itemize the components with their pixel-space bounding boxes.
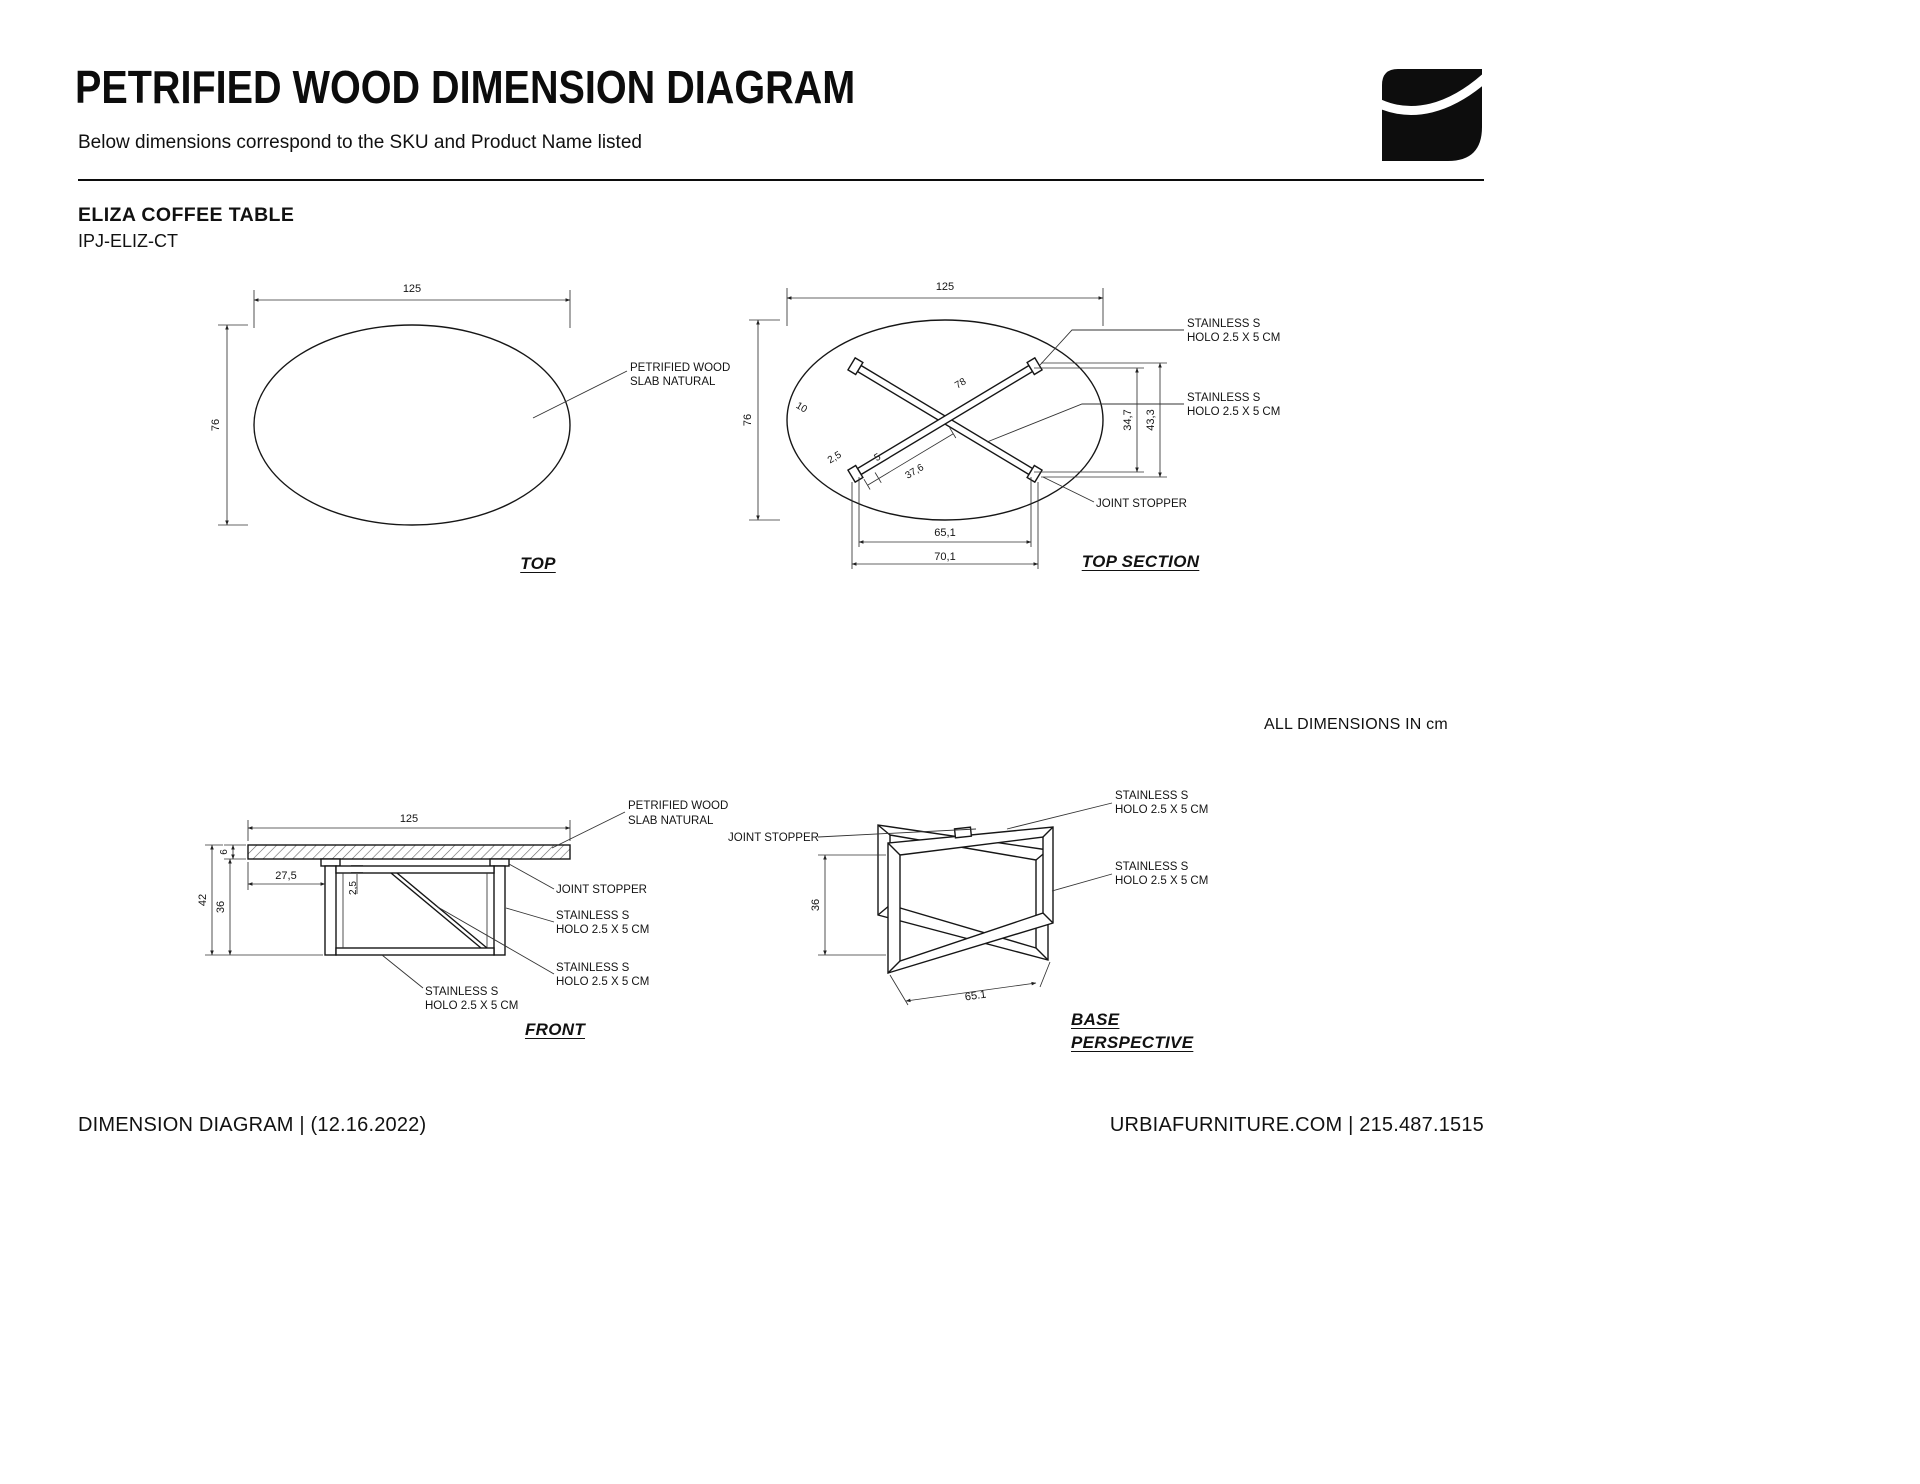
caption-base-perspective: BASE PERSPECTIVE (1071, 1008, 1311, 1054)
dim-edge-gap-label: 10 (794, 400, 810, 415)
steel3-leader-line (381, 954, 424, 989)
steel1-leader-line (505, 907, 555, 923)
bottom-rail-shape (335, 947, 495, 956)
cross-member-edge (396, 872, 488, 949)
joint-stopper-shape (953, 826, 973, 839)
top-view-drawing: 125 76 PETRIFIED WOOD SLAB NATURAL (210, 283, 730, 526)
dim-span-inner-v-label: 34,7 (1122, 409, 1134, 430)
header-divider (78, 179, 1484, 181)
slab-label-line1: PETRIFIED WOOD (630, 362, 730, 374)
page-subtitle: Below dimensions correspond to the SKU a… (78, 132, 642, 153)
top-rail-shape (335, 865, 495, 874)
caption-base-line2: PERSPECTIVE (1071, 1033, 1194, 1052)
dim-half-span-label: 37,6 (904, 462, 927, 482)
steel1-label-line1: STAINLESS S (1187, 318, 1261, 330)
steel1-label-line2: HOLO 2.5 X 5 CM (556, 924, 649, 936)
top-dimension-lines (218, 290, 571, 526)
section-dimension-lines (749, 288, 1167, 569)
product-name: ELIZA COFFEE TABLE (78, 204, 295, 226)
joint-stopper-shape (320, 858, 341, 867)
steel2-label-line2: HOLO 2.5 X 5 CM (1115, 875, 1208, 887)
brand-logo-icon (1376, 69, 1489, 161)
joint-stopper-label: JOINT STOPPER (1096, 498, 1187, 510)
top-slab-outline (253, 324, 571, 526)
dim-bar-length-label: 78 (953, 376, 969, 391)
steel2-leader-line (1051, 873, 1113, 892)
front-view-drawing: 125 6 42 36 27,5 2,5 PETRIFIED WOOD SLAB… (197, 800, 728, 1012)
stopper-leader-line (508, 863, 555, 890)
joint-stopper-shape (1026, 356, 1043, 376)
slab-label-line2: SLAB NATURAL (630, 376, 716, 388)
base-dimension-lines (818, 854, 1051, 1006)
dim-span-outer-v-label: 43,3 (1145, 409, 1157, 430)
footer-document-info: DIMENSION DIAGRAM | (12.16.2022) (78, 1114, 427, 1136)
caption-top: TOP (520, 554, 556, 573)
units-note: ALL DIMENSIONS IN cm (1264, 716, 1448, 733)
steel2-label-line2: HOLO 2.5 X 5 CM (556, 976, 649, 988)
steel3-label-line1: STAINLESS S (425, 986, 499, 998)
dim-base-height-label: 36 (810, 899, 822, 911)
dim-base-span-label: 65.1 (964, 989, 987, 1004)
dim-depth-label: 76 (742, 414, 754, 426)
base-frame-near (887, 826, 1054, 974)
caption-top-section: TOP SECTION (1081, 552, 1200, 571)
dim-depth-label: 76 (210, 419, 222, 431)
steel2-leader-line (435, 905, 555, 975)
caption-base-line1: BASE (1071, 1010, 1120, 1029)
dim-tube-label: 2,5 (348, 881, 359, 895)
steel2-label-line1: STAINLESS S (1115, 861, 1189, 873)
footer-contact-info: URBIAFURNITURE.COM | 215.487.1515 (1109, 1114, 1484, 1136)
dim-stopper-length-label: 5 (872, 451, 883, 464)
steel1-label-line1: STAINLESS S (556, 910, 630, 922)
stopper-leader-line (1042, 476, 1095, 503)
steel2-label-line1: STAINLESS S (556, 962, 630, 974)
joint-stopper-label: JOINT STOPPER (556, 884, 647, 896)
front-dimension-lines (205, 820, 571, 956)
front-slab-shape (247, 844, 571, 860)
right-leg-shape (493, 865, 506, 956)
steel1-leader-line (1039, 329, 1184, 366)
steel2-leader-line (986, 403, 1184, 443)
slab-label-line2: SLAB NATURAL (628, 815, 714, 827)
page-title: PETRIFIED WOOD DIMENSION DIAGRAM (75, 61, 856, 113)
base-perspective-drawing: 36 65.1 JOINT STOPPER STAINLESS S HOLO 2… (728, 790, 1208, 1006)
dim-slab-thickness-label: 6 (219, 849, 230, 855)
joint-stopper-shape (847, 356, 864, 376)
front-base-structure (320, 858, 510, 956)
dim-base-height-label: 36 (215, 901, 227, 913)
steel1-label-line2: HOLO 2.5 X 5 CM (1115, 804, 1208, 816)
slab-label-line1: PETRIFIED WOOD (628, 800, 728, 812)
dim-span-inner-h-label: 65,1 (934, 527, 955, 539)
product-sku: IPJ-ELIZ-CT (78, 231, 179, 251)
dim-overhang-label: 27,5 (275, 870, 296, 882)
brand-logo (1376, 68, 1489, 162)
steel1-label-line1: STAINLESS S (1115, 790, 1189, 802)
steel2-label-line1: STAINLESS S (1187, 392, 1261, 404)
steel1-leader-line (1006, 802, 1113, 830)
left-leg-shape (324, 865, 337, 956)
steel3-label-line2: HOLO 2.5 X 5 CM (425, 1000, 518, 1012)
dim-tube-width-label: 2,5 (826, 449, 844, 466)
dim-width-label: 125 (936, 281, 954, 293)
cross-member-edge (390, 872, 482, 949)
dim-span-outer-h-label: 70,1 (934, 551, 955, 563)
caption-front: FRONT (524, 1020, 586, 1039)
joint-stopper-label: JOINT STOPPER (728, 832, 819, 844)
joint-stopper-shape (489, 858, 510, 867)
slab-leader-line (532, 370, 628, 419)
slab-leader-line (551, 811, 626, 849)
steel2-label-line2: HOLO 2.5 X 5 CM (1187, 406, 1280, 418)
steel1-label-line2: HOLO 2.5 X 5 CM (1187, 332, 1280, 344)
top-section-drawing: 125 76 78 10 2,5 5 37,6 34,7 43,3 65,1 7… (742, 281, 1280, 569)
dim-width-label: 125 (400, 813, 418, 825)
dim-total-height-label: 42 (197, 894, 209, 906)
stopper-leader-line (817, 828, 977, 838)
section-slab-outline (786, 319, 1104, 521)
dim-width-label: 125 (403, 283, 421, 295)
